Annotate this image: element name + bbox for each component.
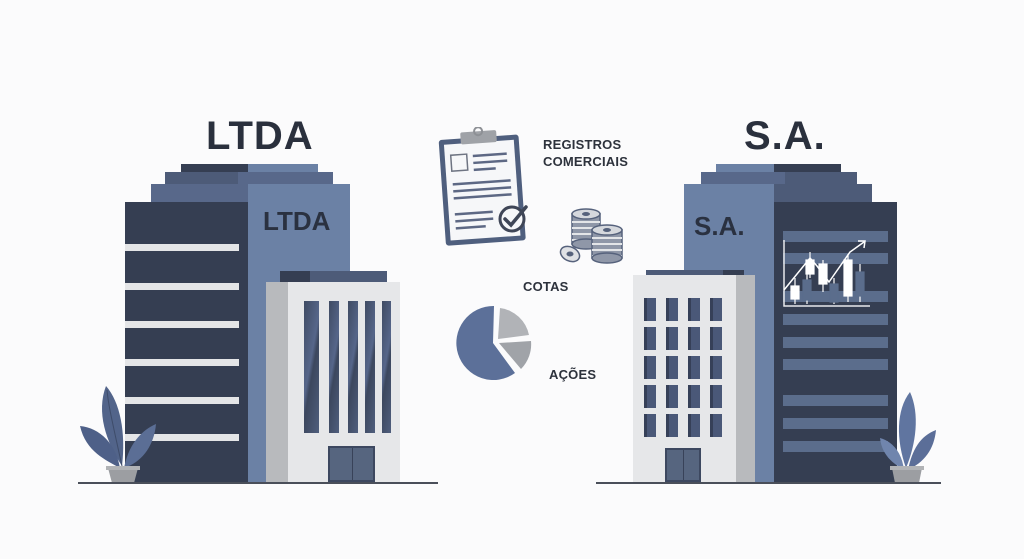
plant-icon	[880, 392, 936, 483]
clipboard-check-icon	[438, 127, 528, 246]
ltda-annex-window	[329, 301, 339, 433]
sa-roof-step-top-right	[774, 164, 841, 172]
candlestick-chart-icon	[783, 240, 870, 307]
sa-ground-line	[596, 482, 941, 484]
ltda-floor-stripe	[125, 359, 239, 366]
sa-window	[666, 385, 678, 408]
sa-window	[688, 356, 700, 379]
acoes-label: AÇÕES	[549, 367, 597, 382]
sa-window	[666, 298, 678, 321]
sa-building-sign: S.A.	[694, 211, 745, 241]
ltda-floor-stripe	[125, 397, 239, 404]
sa-window	[666, 356, 678, 379]
sa-window	[644, 385, 656, 408]
ltda-roof-step-3	[151, 184, 248, 202]
ltda-roof-step-top-left	[181, 164, 248, 172]
registros-label-line2: COMERCIAIS	[543, 154, 629, 169]
sa-window	[666, 414, 678, 437]
sa-title: S.A.	[744, 114, 826, 158]
sa-roof-step-2-right	[785, 172, 857, 184]
sa-floor-stripe	[783, 231, 888, 242]
sa-floor-stripe	[783, 418, 888, 429]
sa-window	[710, 385, 722, 408]
ltda-floor-stripe	[125, 321, 239, 328]
ltda-annex-window	[382, 301, 391, 433]
sa-window	[644, 414, 656, 437]
sa-roof-step-3	[774, 184, 872, 202]
sa-window	[710, 356, 722, 379]
sa-window	[688, 327, 700, 350]
sa-roof-step-top-left	[716, 164, 774, 172]
sa-window	[666, 327, 678, 350]
ltda-annex-side-shade	[266, 282, 288, 482]
sa-roof-step-2-left	[701, 172, 785, 184]
ltda-annex-cap-dark	[280, 271, 310, 282]
ltda-floor-stripe	[125, 434, 239, 441]
ltda-annex-window	[304, 301, 319, 433]
sa-building-door	[665, 448, 701, 482]
sa-white-building-cap	[646, 270, 723, 276]
sa-floor-stripe	[783, 395, 888, 406]
sa-floor-stripe	[783, 253, 888, 264]
sa-white-building-side-shade	[736, 275, 755, 482]
sa-floor-stripe	[783, 441, 888, 452]
sa-floor-stripe	[783, 337, 888, 348]
pie-chart-icon	[456, 305, 532, 380]
sa-window	[688, 385, 700, 408]
sa-window	[644, 327, 656, 350]
sa-window	[710, 414, 722, 437]
ltda-annex-door	[328, 446, 375, 482]
sa-window	[644, 298, 656, 321]
sa-window	[644, 356, 656, 379]
sa-window	[688, 298, 700, 321]
plant-icon	[80, 386, 156, 483]
sa-floor-stripe	[783, 314, 888, 325]
ltda-title: LTDA	[206, 114, 314, 158]
ltda-building-sign: LTDA	[263, 206, 331, 236]
sa-window	[710, 298, 722, 321]
ltda-roof-step-2-right	[238, 172, 333, 184]
ltda-roof-step-top-right	[248, 164, 318, 172]
sa-white-building-cap-dark	[723, 270, 744, 276]
ltda-ground-line	[78, 482, 438, 484]
ltda-floor-stripe	[125, 283, 239, 290]
sa-window	[710, 327, 722, 350]
sa-floor-stripe	[783, 359, 888, 370]
ltda-annex-window	[348, 301, 358, 433]
cotas-label: COTAS	[523, 279, 569, 294]
coins-stack-icon	[559, 208, 623, 264]
ltda-floor-stripe	[125, 244, 239, 251]
sa-window	[688, 414, 700, 437]
ltda-annex-cap	[310, 271, 387, 282]
ltda-roof-step-2-left	[165, 172, 238, 184]
registros-label-line1: REGISTROS	[543, 137, 622, 152]
ltda-annex-window	[365, 301, 375, 433]
